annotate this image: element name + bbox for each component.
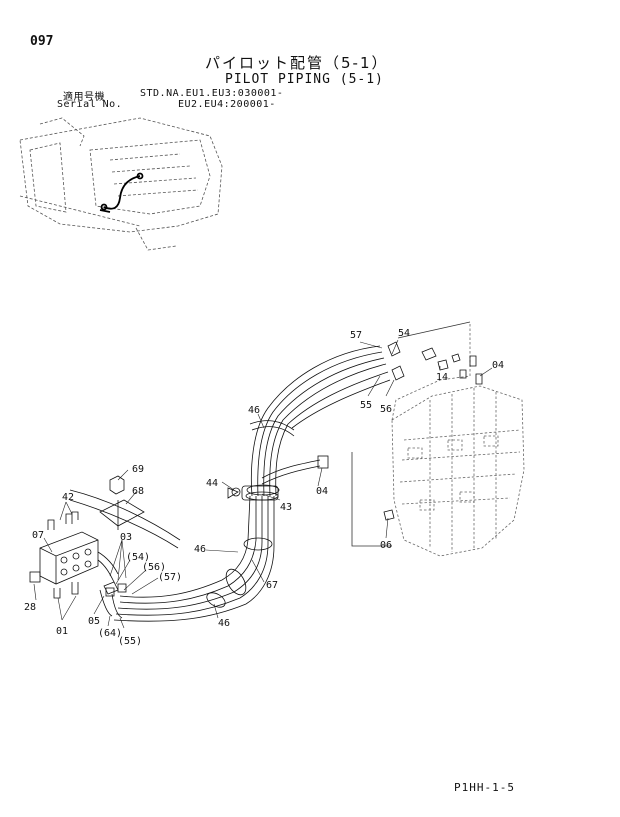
callout-69: 69 <box>132 464 144 475</box>
callout-46-lower: 46 <box>218 618 230 629</box>
serial-label-japanese: 適用号機 <box>63 92 105 103</box>
upper-fittings <box>387 341 483 385</box>
callout-04-lower: 04 <box>316 486 328 497</box>
callout-42: 42 <box>62 492 74 503</box>
pilot-hose-bundle-upper <box>249 345 391 497</box>
callout-56-ref: (56) <box>142 562 166 573</box>
callout-64-ref: (64) <box>98 628 122 639</box>
callout-67: 67 <box>266 580 278 591</box>
hose-clamp-43 <box>227 485 279 501</box>
overview-pilot-hose <box>99 172 144 213</box>
callout-54: 54 <box>398 328 410 339</box>
callout-57-ref: (57) <box>158 572 182 583</box>
serial-range-2: EU2.EU4:200001- <box>178 99 276 110</box>
callout-06: 06 <box>380 540 392 551</box>
callout-55: 55 <box>360 400 372 411</box>
callout-46: 46 <box>248 405 260 416</box>
callout-54-ref: (54) <box>126 552 150 563</box>
callout-28: 28 <box>24 602 36 613</box>
callout-03: 03 <box>120 532 132 543</box>
callout-43: 43 <box>280 502 292 513</box>
pilot-valve-block <box>29 511 119 599</box>
excavator-overview-drawing <box>19 117 223 251</box>
callout-07: 07 <box>32 530 44 541</box>
clamp-bracket-68 <box>69 475 181 549</box>
leader-lines <box>33 339 493 629</box>
callout-57: 57 <box>350 330 362 341</box>
callout-46-mid: 46 <box>194 544 206 555</box>
serial-range-1: STD.NA.EU1.EU3:030001- <box>140 88 284 99</box>
callout-56: 56 <box>380 404 392 415</box>
callout-55-ref: (55) <box>118 636 142 647</box>
lower-fittings <box>99 509 395 619</box>
figure-code: P1HH-1-5 <box>454 781 515 794</box>
page-number: 097 <box>30 34 54 49</box>
callout-44: 44 <box>206 478 218 489</box>
callout-01: 01 <box>56 626 68 637</box>
title-japanese: パイロット配管（5-1） <box>205 54 389 72</box>
callout-14: 14 <box>436 372 448 383</box>
callout-04: 04 <box>492 360 504 371</box>
pilot-hose-branch-04 <box>261 455 329 485</box>
control-valve-outline <box>391 322 525 557</box>
title-english: PILOT PIPING (5-1) <box>225 72 384 87</box>
serial-label-english: Serial No. <box>57 99 123 110</box>
callout-68: 68 <box>132 486 144 497</box>
bracket-line <box>351 321 471 547</box>
pilot-hose-bundle-lower <box>113 484 280 622</box>
callout-05: 05 <box>88 616 100 627</box>
